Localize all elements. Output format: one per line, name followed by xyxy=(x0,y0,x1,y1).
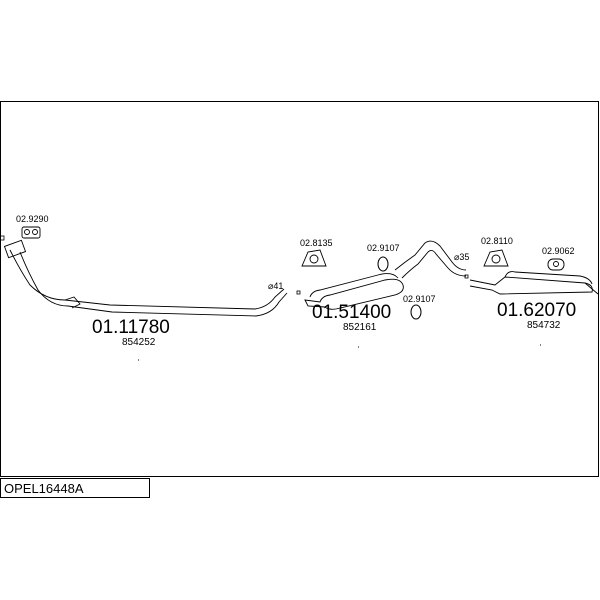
fitting-label-mount-2: 02.8110 xyxy=(481,236,513,246)
front-pipe xyxy=(3,239,288,317)
corner-marker xyxy=(464,274,469,279)
corner-marker xyxy=(296,290,301,295)
part-number-3: 01.62070 xyxy=(497,300,576,321)
rubber-ring-icon xyxy=(547,258,565,271)
part-number-1: 01.11780 xyxy=(92,317,170,338)
fitting-label-front-gasket: 02.9290 xyxy=(16,214,49,224)
rear-silencer xyxy=(469,271,599,295)
diagram-frame xyxy=(0,101,599,477)
clamp-ring-icon xyxy=(377,256,389,272)
diagram-code: OPEL16448A xyxy=(4,481,84,496)
gasket-icon xyxy=(21,226,41,239)
part-ref-2: 852161 xyxy=(343,322,377,333)
part-number-2: 01.51400 xyxy=(312,302,391,323)
corner-marker xyxy=(0,235,5,241)
fitting-label-rubber-end: 02.9062 xyxy=(542,246,575,256)
part-ref-3: 854732 xyxy=(527,320,561,331)
part-ref-1: 854252 xyxy=(122,337,156,348)
fitting-label-mount-1: 02.8135 xyxy=(300,238,333,248)
diagram-code-box: OPEL16448A xyxy=(0,478,150,498)
rubber-mount-icon xyxy=(301,249,327,267)
rubber-mount-icon xyxy=(483,249,509,267)
diameter-label-2: ⌀35 xyxy=(454,252,469,262)
diameter-label-1: ⌀41 xyxy=(268,281,283,291)
middle-silencer xyxy=(304,240,467,310)
fitting-label-clamp-2: 02.9107 xyxy=(403,294,436,304)
fitting-label-clamp-1: 02.9107 xyxy=(367,243,400,253)
clamp-ring-icon xyxy=(410,304,422,320)
